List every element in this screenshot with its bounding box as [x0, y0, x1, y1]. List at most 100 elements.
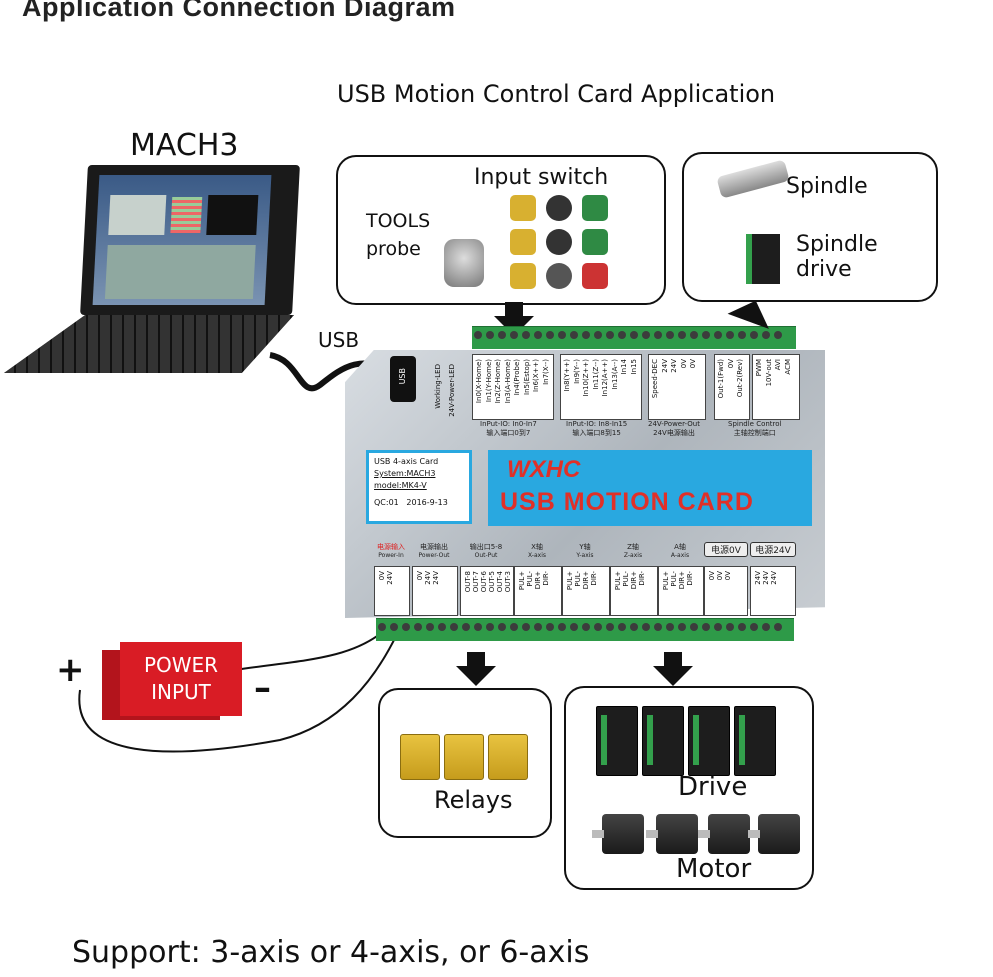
- pin-label: DIR-: [542, 571, 550, 586]
- pin-label: Out-2(Rev): [736, 359, 744, 398]
- pin-label: 0V: [679, 359, 688, 369]
- usb-label: USB: [318, 328, 360, 352]
- pin-label: OUT-3: [504, 571, 512, 593]
- pin-label: In1(Y-Home): [484, 359, 493, 403]
- pin-label: OUT-8: [464, 571, 472, 593]
- power-led-label: 24V-Power-LED: [448, 364, 456, 417]
- pin-label: In3(A-Home): [503, 359, 512, 404]
- pin-label: In2(Z-Home): [494, 359, 502, 404]
- diagram-heading: Application Connection Diagram: [22, 0, 456, 22]
- pin-label: 0V: [689, 359, 697, 369]
- info-line-2: System:MACH3: [374, 469, 436, 478]
- pin-label: 0V: [724, 571, 732, 581]
- input-pins-0-7: In0(X-Home)In1(Y-Home)In2(Z-Home)In3(A-H…: [472, 354, 554, 420]
- input-pins-8-15: In8(Y++)In9(Y--)In10(Z++)In11(Z--)In12(A…: [560, 354, 642, 420]
- bottom-pin-block: PUL+PUL-DIR+DIR-: [514, 566, 562, 616]
- pin-label: OUT-6: [480, 571, 488, 593]
- relays-label: Relays: [434, 786, 513, 814]
- switch-icons: [510, 195, 620, 295]
- relay-arrow: [456, 652, 496, 686]
- laptop-keyboard: [4, 315, 294, 373]
- pin-label: 0V: [726, 359, 735, 369]
- stepper-driver-icon: [734, 706, 776, 776]
- top-terminal-strip: [472, 326, 796, 349]
- stepper-motor-icon: [748, 814, 800, 854]
- laptop-image: [4, 165, 304, 385]
- brand-text: USB MOTION CARD: [500, 488, 754, 516]
- pin-label: Speed-DEC: [651, 359, 659, 399]
- bottom-pin-block: PUL+PUL-DIR+DIR-: [562, 566, 610, 616]
- pin-label: In5(Estop): [522, 359, 531, 395]
- pin-label: DIR-: [638, 571, 646, 586]
- brand-logo: WXHC: [507, 456, 581, 483]
- bottom-group-label: 电源0V: [704, 542, 748, 557]
- pin-label: 24V: [386, 571, 394, 585]
- spindle-label: Spindle: [786, 174, 868, 199]
- pin-label: PUL-: [622, 571, 630, 587]
- pin-label: 24V: [432, 571, 440, 585]
- input-text: INPUT: [151, 680, 211, 704]
- input-switch-box: Input switch TOOLS probe: [336, 155, 666, 305]
- tools-probe-label: TOOLS probe: [366, 207, 430, 263]
- pin-label: In14: [620, 359, 628, 375]
- relay-icon: [444, 734, 484, 780]
- pin-label: PUL+: [566, 571, 574, 591]
- pin-label: OUT-5: [488, 571, 496, 593]
- stepper-driver-icon: [642, 706, 684, 776]
- pin-label: In0(X-Home): [475, 359, 483, 404]
- brand-band: [488, 450, 812, 526]
- pin-label: In7(X--): [541, 359, 550, 385]
- usb-port: USB: [390, 356, 416, 402]
- info-line-1: USB 4-axis Card: [374, 457, 439, 466]
- pin-label: 24V: [660, 359, 669, 373]
- power-wire-negative: [234, 629, 386, 671]
- pin-label: In4(Probe): [513, 359, 521, 396]
- stepper-motor-icon: [698, 814, 750, 854]
- pin-label: In13(A--): [610, 359, 619, 390]
- pin-label: PUL-: [670, 571, 678, 587]
- probe-text: probe: [366, 238, 421, 260]
- motor-label: Motor: [676, 854, 752, 884]
- diagram-subtitle: USB Motion Control Card Application: [337, 80, 776, 108]
- pin-label: AVI: [774, 359, 782, 371]
- stepper-motor-icon: [592, 814, 644, 854]
- relays-box: Relays: [378, 688, 552, 838]
- pin-label: In9(Y--): [572, 359, 581, 384]
- plus-sign: +: [56, 650, 85, 690]
- power-input-block: POWER INPUT: [120, 642, 242, 716]
- pin-label: Out-1(Fwd): [717, 359, 725, 399]
- stepper-driver-icon: [596, 706, 638, 776]
- spindle-box: Spindle Spindle drive: [682, 152, 938, 302]
- pin-label: 0V: [416, 571, 424, 581]
- drive-motor-box: Drive Motor: [564, 686, 814, 890]
- drive-arrow: [653, 652, 693, 686]
- pin-label: In11(Z--): [591, 359, 600, 390]
- drive-label: Drive: [678, 772, 748, 802]
- pin-label: 24V: [754, 571, 762, 585]
- pin-label: In12(A++): [601, 359, 609, 397]
- pin-label: DIR+: [582, 571, 590, 590]
- pin-label: 0V: [378, 571, 386, 581]
- probe-icon: [444, 239, 484, 287]
- bottom-pin-block: PUL+PUL-DIR+DIR-: [658, 566, 704, 616]
- pin-label: OUT-7: [472, 571, 480, 593]
- working-led-label: Working-LED: [434, 364, 442, 409]
- pin-label: 24V: [770, 571, 778, 585]
- power-text: POWER: [143, 653, 219, 677]
- pin-label: In6(X++): [532, 359, 540, 392]
- pin-label: OUT-4: [496, 571, 504, 593]
- pin-label: DIR+: [630, 571, 638, 590]
